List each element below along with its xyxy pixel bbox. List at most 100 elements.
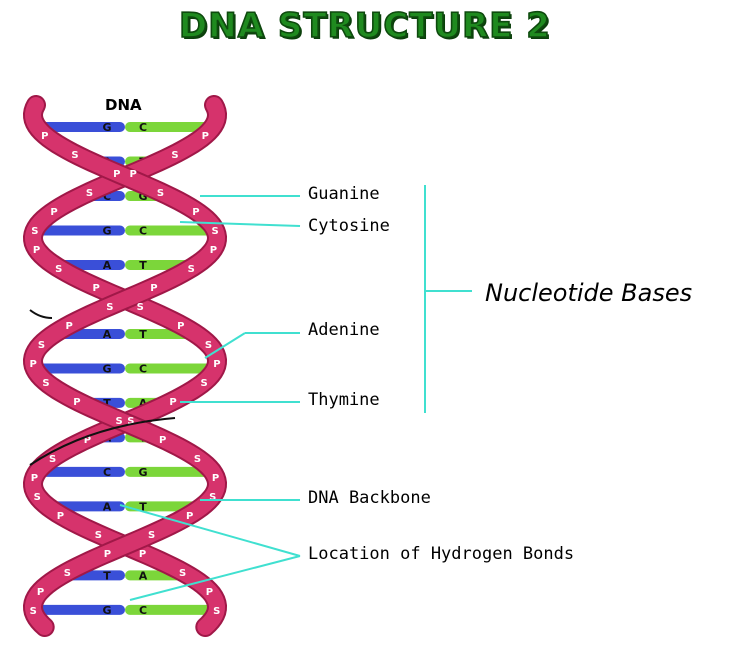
base-left (34, 363, 125, 374)
backbone-letter: P (104, 549, 111, 560)
backbone-letter: P (210, 245, 217, 256)
base-letter: G (102, 604, 111, 617)
backbone-letter: S (211, 226, 218, 237)
base-letter: C (139, 362, 147, 375)
backbone-strand-a (24, 97, 226, 635)
backbone-letter: S (127, 416, 134, 427)
backbone-letter: P (33, 245, 40, 256)
base-letter: G (102, 121, 111, 134)
backbone-letter: S (95, 530, 102, 541)
backbone-letter: S (188, 264, 195, 275)
base-letter: C (139, 224, 147, 237)
base-letter: A (139, 397, 148, 410)
backbone-letter: S (171, 150, 178, 161)
backbone-letter: S (31, 226, 38, 237)
base-left (33, 604, 125, 615)
base-letter: T (139, 259, 147, 272)
adenine-leader-line (204, 332, 246, 359)
base-letter: T (139, 500, 147, 513)
backbone-letter: P (50, 207, 57, 218)
backbone-letter: P (186, 511, 193, 522)
backbone-letter: P (169, 397, 176, 408)
backbone-letter: P (206, 587, 213, 598)
base-letter: G (102, 362, 111, 375)
backbone-letter: S (205, 340, 212, 351)
cytosine-leader-line (179, 221, 301, 227)
backbone-letter: P (159, 435, 166, 446)
base-letter: C (103, 466, 111, 479)
base-letter: T (103, 569, 111, 582)
base-right (125, 604, 217, 615)
base-letter: T (139, 328, 147, 341)
backbone-letter: S (200, 378, 207, 389)
backbone-letter: S (30, 606, 37, 617)
base-right (125, 225, 216, 236)
base-left (37, 466, 125, 477)
backbone-letter: S (137, 302, 144, 313)
base-right (125, 363, 216, 374)
adenine-label: Adenine (308, 320, 380, 340)
backbone-letter: S (213, 606, 220, 617)
backbone-letter: P (177, 321, 184, 332)
thymine-label: Thymine (308, 390, 380, 410)
backbone-letter: S (42, 378, 49, 389)
base-letter: C (139, 604, 147, 617)
backbone-letter: P (66, 321, 73, 332)
base-letter: G (138, 466, 147, 479)
base-letter: A (103, 259, 112, 272)
backbone-letter: P (73, 397, 80, 408)
backbone-letter: S (116, 416, 123, 427)
hydrogen-bonds-label: Location of Hydrogen Bonds (308, 544, 575, 564)
backbone-letter: S (34, 492, 41, 503)
base-letter: A (139, 569, 148, 582)
backbone-letter: S (55, 264, 62, 275)
backbone-letter: P (130, 169, 137, 180)
backbone-letter: P (212, 473, 219, 484)
backbone-letter: S (157, 188, 164, 199)
backbone-letter: P (31, 473, 38, 484)
base-left (34, 225, 125, 236)
base-right (125, 466, 213, 477)
backbone-letter: P (29, 359, 36, 370)
backbone-letter: S (209, 492, 216, 503)
nucleotide-bases-label: Nucleotide Bases (485, 279, 693, 307)
backbone-strand-b (24, 97, 226, 635)
base-letter: C (103, 190, 111, 203)
backbone-letter: P (92, 283, 99, 294)
backbone-letter: S (64, 568, 71, 579)
backbone-letter: S (86, 188, 93, 199)
hydrogen-bond-leader-line-1 (119, 504, 301, 557)
cytosine-label: Cytosine (308, 216, 390, 236)
backbone-letter: P (213, 359, 220, 370)
dna-label: DNA (105, 96, 142, 114)
backbone-letter: S (106, 302, 113, 313)
guanine-label: Guanine (308, 184, 380, 204)
thin-curve-upper (29, 309, 53, 319)
backbone-strands: PSPSPSPSPSPSPSPSPSPSPSPSPSPSPSPSPSPSPSPS… (22, 95, 228, 637)
base-letter: A (103, 500, 112, 513)
backbone-letter: P (41, 131, 48, 142)
thin-curve-lower (29, 417, 176, 466)
base-letter: G (138, 190, 147, 203)
backbone-letter: S (148, 530, 155, 541)
backbone-letter: P (192, 207, 199, 218)
dna-backbone-label: DNA Backbone (308, 488, 431, 508)
page-title: DNA STRUCTURE 2 (178, 5, 551, 47)
backbone-letter: S (71, 150, 78, 161)
base-left (37, 122, 125, 132)
base-letter: G (102, 224, 111, 237)
backbone-letter: P (139, 549, 146, 560)
backbone-letter: S (38, 340, 45, 351)
backbone-letter: P (57, 511, 64, 522)
backbone-letter: S (194, 454, 201, 465)
callout-leader-lines (119, 185, 472, 601)
base-letter: A (103, 328, 112, 341)
base-right (125, 122, 213, 132)
base-letter: C (139, 121, 147, 134)
